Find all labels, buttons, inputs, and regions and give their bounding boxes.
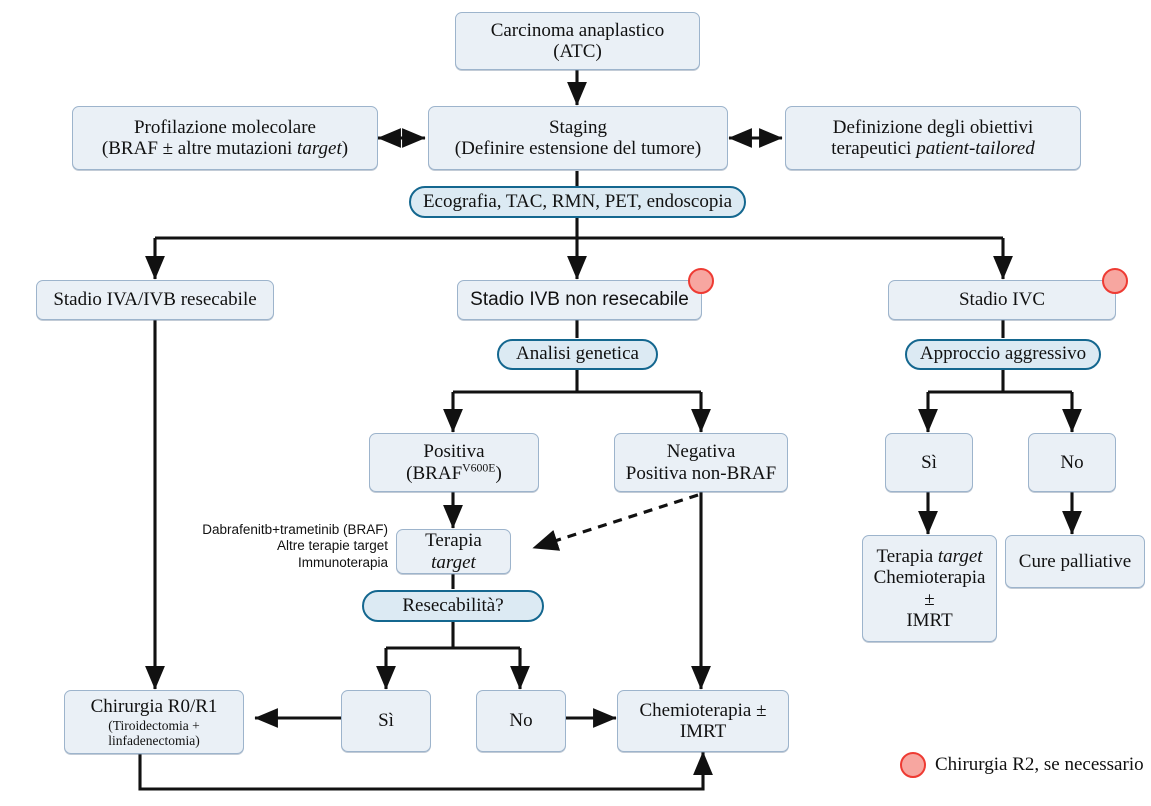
node-staging[interactable]: Staging (Definire estensione del tumore) <box>428 106 728 170</box>
node-line: Negativa <box>666 441 736 463</box>
therapy-annotation: Dabrafenitb+trametinib (BRAF) Altre tera… <box>140 522 388 571</box>
node-no-approccio[interactable]: No <box>1028 433 1116 492</box>
pill-imaging[interactable]: Ecografia, TAC, RMN, PET, endoscopia <box>409 186 746 218</box>
node-negativa-non-braf[interactable]: Negativa Positiva non-BRAF <box>614 433 788 492</box>
text-fragment-italic: target <box>431 551 476 573</box>
node-line: Positiva <box>423 441 485 463</box>
node-line: (Tiroidectomia + <box>108 717 200 733</box>
node-line: (ATC) <box>553 41 602 62</box>
node-no-resecabilita[interactable]: No <box>476 690 566 752</box>
node-line: linfadenectomia) <box>108 732 200 748</box>
node-terapia-target[interactable]: Terapia target <box>396 529 511 574</box>
node-line: No <box>509 710 533 732</box>
node-positiva-braf[interactable]: Positiva (BRAFV600E) <box>369 433 539 492</box>
node-line: (BRAFV600E) <box>376 461 532 484</box>
node-line: Stadio IVA/IVB resecabile <box>53 289 257 311</box>
node-line: Chirurgia R0/R1 <box>90 696 218 718</box>
node-terapia-chemio-imrt[interactable]: Terapia target Chemioterapia ± IMRT <box>862 535 997 642</box>
node-line: (BRAF ± altre mutazioni target) <box>79 138 371 159</box>
text-fragment: ) <box>341 138 349 159</box>
annotation-line: Immunoterapia <box>297 554 388 570</box>
node-line: Positiva non-BRAF <box>625 462 777 484</box>
text-fragment-italic: patient-tailored <box>916 138 1035 159</box>
node-line: Definizione degli obiettivi <box>832 116 1034 138</box>
node-chirurgia-r0-r1[interactable]: Chirurgia R0/R1 (Tiroidectomia + linfade… <box>64 690 244 754</box>
text-fragment-italic: target <box>297 138 342 159</box>
node-line: Sì <box>378 710 394 732</box>
red-circle-marker-icon <box>900 752 926 778</box>
text-fragment: terapeutici <box>831 138 917 159</box>
node-profilazione-molecolare[interactable]: Profilazione molecolare (BRAF ± altre mu… <box>72 106 378 170</box>
red-circle-marker <box>688 268 714 294</box>
node-line: Chemioterapia ± <box>639 699 767 721</box>
node-stadio-ivb-non-resecabile[interactable]: Stadio IVB non resecabile <box>457 280 702 320</box>
node-stadio-ivc[interactable]: Stadio IVC <box>888 280 1116 320</box>
node-chemioterapia-imrt[interactable]: Chemioterapia ± IMRT <box>617 690 789 752</box>
node-si-approccio[interactable]: Sì <box>885 433 973 492</box>
node-line: Sì <box>921 451 937 473</box>
node-line: IMRT <box>906 609 953 631</box>
node-line: Terapia target <box>397 530 510 573</box>
node-line: ± <box>924 588 935 610</box>
node-line: Stadio IVB non resecabile <box>470 289 689 311</box>
node-line: No <box>1060 451 1084 473</box>
text-fragment-italic: target <box>937 545 983 567</box>
node-line: Terapia target <box>869 546 990 567</box>
node-line: Staging <box>548 116 608 138</box>
node-line: (Definire estensione del tumore) <box>454 138 702 159</box>
node-cure-palliative[interactable]: Cure palliative <box>1005 535 1145 588</box>
node-line: Chemioterapia <box>873 567 986 589</box>
legend: Chirurgia R2, se necessario <box>900 752 1144 778</box>
pill-analisi-genetica[interactable]: Analisi genetica <box>497 339 658 370</box>
legend-label: Chirurgia R2, se necessario <box>935 754 1144 775</box>
node-line: terapeutici patient-tailored <box>792 138 1074 159</box>
node-definizione-obiettivi[interactable]: Definizione degli obiettivi terapeutici … <box>785 106 1081 170</box>
pill-label: Ecografia, TAC, RMN, PET, endoscopia <box>422 190 733 212</box>
node-line: Profilazione molecolare <box>133 116 316 138</box>
text-fragment: (BRAF ± altre mutazioni <box>101 138 298 159</box>
text-superscript: V600E <box>462 461 496 475</box>
pill-label: Analisi genetica <box>516 343 639 365</box>
text-fragment: (BRAF <box>406 462 463 484</box>
node-si-resecabilita[interactable]: Sì <box>341 690 431 752</box>
pill-label: Resecabilità? <box>402 594 504 616</box>
node-line: IMRT <box>679 721 727 742</box>
node-line: Carcinoma anaplastico <box>490 19 665 41</box>
text-fragment: Terapia <box>876 545 938 567</box>
text-fragment: Terapia <box>425 530 482 552</box>
node-line: Cure palliative <box>1018 550 1132 572</box>
pill-approccio-aggressivo[interactable]: Approccio aggressivo <box>905 339 1101 370</box>
red-circle-marker <box>1102 268 1128 294</box>
node-stadio-iva-ivb-resecabile[interactable]: Stadio IVA/IVB resecabile <box>36 280 274 320</box>
node-carcinoma-anaplastico[interactable]: Carcinoma anaplastico (ATC) <box>455 12 700 70</box>
pill-label: Approccio aggressivo <box>919 343 1087 365</box>
annotation-line: Altre terapie target <box>276 538 388 554</box>
node-line: Stadio IVC <box>958 289 1046 311</box>
text-fragment: ) <box>495 462 502 484</box>
annotation-line: Dabrafenitb+trametinib (BRAF) <box>202 522 388 537</box>
pill-resecabilita[interactable]: Resecabilità? <box>362 590 544 622</box>
